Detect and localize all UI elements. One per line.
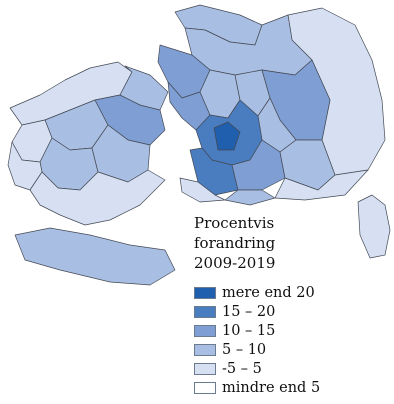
- legend-swatch: [194, 362, 216, 375]
- legend-label: -5 – 5: [222, 360, 262, 377]
- region-southeast: [274, 169, 369, 201]
- legend-label: mere end 20: [222, 284, 315, 301]
- legend-swatch: [194, 381, 216, 394]
- region-small-island-east: [357, 194, 391, 259]
- legend-title-line-1: Procentvis: [194, 214, 275, 232]
- legend-items: mere end 20 15 – 20 10 – 15 5 – 10 -5 – …: [194, 283, 320, 397]
- legend-item-less-than-5: mindre end 5: [194, 378, 320, 397]
- legend-item-15-20: 15 – 20: [194, 302, 320, 321]
- legend-title: Procentvis forandring 2009-2019: [194, 213, 320, 273]
- legend-title-line-2: forandring: [194, 234, 276, 252]
- legend-item-more-than-20: mere end 20: [194, 283, 320, 302]
- region-small-island-west: [14, 227, 176, 286]
- legend-label: mindre end 5: [222, 379, 321, 396]
- legend-swatch: [194, 343, 216, 356]
- legend-item-minus5-5: -5 – 5: [194, 359, 320, 378]
- region-south-tip: [224, 189, 276, 206]
- legend-title-line-3: 2009-2019: [194, 254, 276, 272]
- region-west-island-h: [29, 169, 166, 226]
- legend: Procentvis forandring 2009-2019 mere end…: [194, 213, 320, 397]
- legend-item-5-10: 5 – 10: [194, 340, 320, 359]
- legend-label: 10 – 15: [222, 322, 276, 339]
- legend-swatch: [194, 286, 216, 299]
- region-west-island-i: [119, 65, 169, 111]
- legend-label: 15 – 20: [222, 303, 276, 320]
- region-east-b: [179, 177, 226, 203]
- legend-item-10-15: 10 – 15: [194, 321, 320, 340]
- legend-swatch: [194, 305, 216, 318]
- legend-swatch: [194, 324, 216, 337]
- legend-label: 5 – 10: [222, 341, 267, 358]
